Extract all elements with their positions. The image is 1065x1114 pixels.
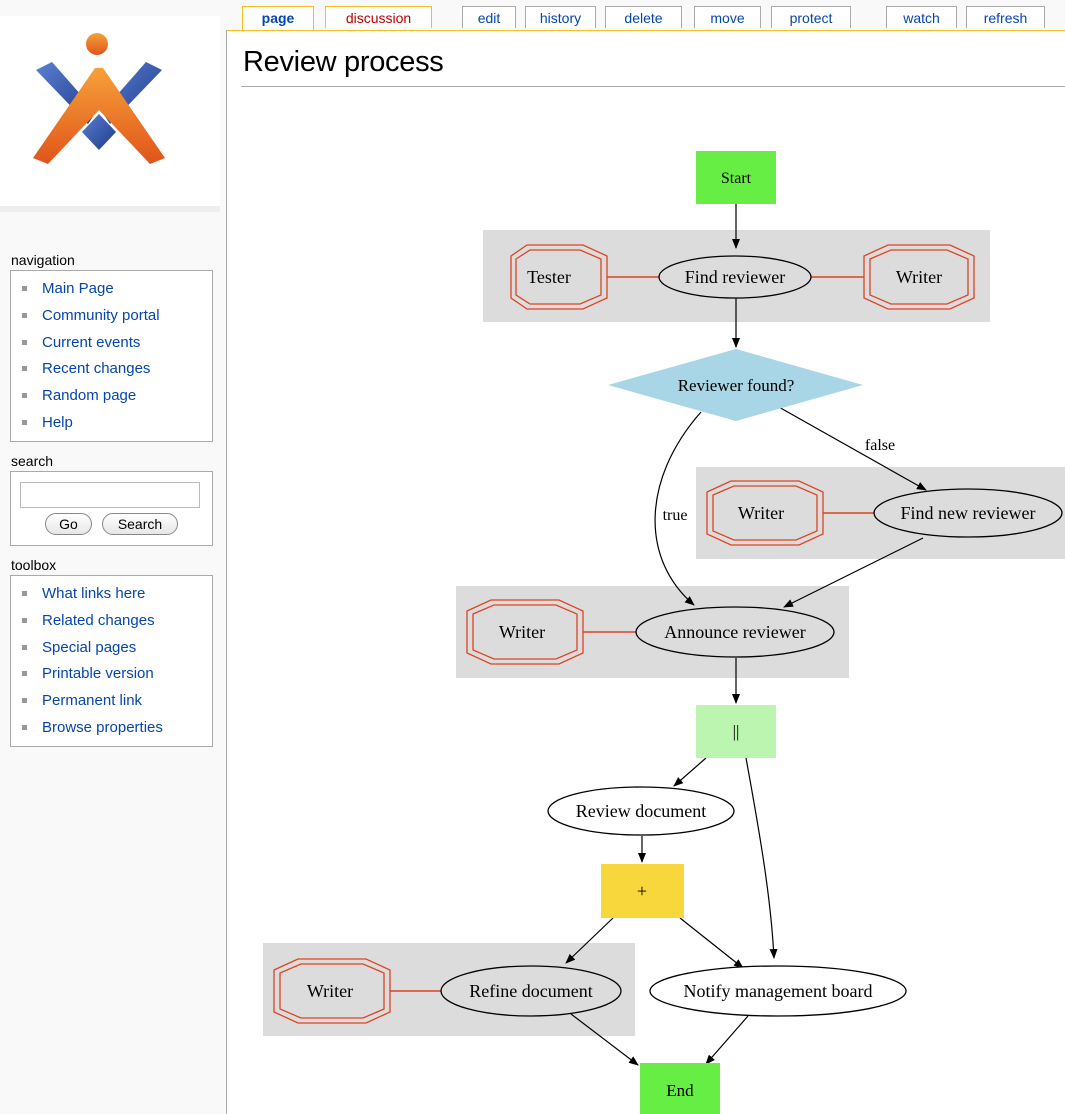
toolbox-heading: toolbox (11, 557, 57, 573)
tab-refresh[interactable]: refresh (966, 6, 1045, 28)
nav-main-page[interactable]: Main Page (11, 279, 212, 306)
logo-shadow (0, 206, 220, 212)
review-process-diagram: true false Start Tester Find reviewer Wr… (263, 151, 1065, 1114)
nav-recent-changes[interactable]: Recent changes (11, 359, 212, 386)
search-input[interactable] (20, 482, 200, 508)
bullet-icon (22, 724, 27, 730)
review-document-label: Review document (576, 801, 706, 821)
content-area: Review process (226, 30, 1065, 1114)
nav-label: Current events (42, 333, 141, 351)
writer-label: Writer (499, 622, 545, 642)
bullet-icon (22, 698, 27, 704)
start-label: Start (721, 170, 752, 187)
bullet-icon (22, 286, 27, 291)
tab-history[interactable]: history (525, 6, 596, 28)
nav-help[interactable]: Help (11, 413, 212, 440)
title-divider (241, 86, 1065, 87)
nav-label: Recent changes (42, 360, 151, 378)
tab-page[interactable]: page (242, 6, 314, 31)
bullet-icon (22, 366, 27, 372)
tab-delete[interactable]: delete (605, 6, 682, 28)
bullet-icon (22, 339, 27, 345)
tab-move[interactable]: move (694, 6, 761, 28)
find-reviewer-node (658, 255, 812, 299)
writer-role-node (466, 599, 584, 665)
search-heading: search (11, 453, 54, 469)
site-logo[interactable] (0, 16, 220, 206)
nav-label: Help (42, 413, 73, 431)
toolbox-portlet: What links here Related changes Special … (10, 575, 213, 747)
tool-label: Permanent link (42, 692, 143, 710)
tool-special-pages[interactable]: Special pages (11, 638, 212, 665)
announce-reviewer-node (635, 606, 835, 658)
tool-permanent-link[interactable]: Permanent link (11, 691, 212, 718)
start-node (696, 151, 776, 204)
navigation-heading: navigation (11, 252, 75, 268)
fork-node (696, 705, 776, 758)
flow-edges (565, 204, 927, 1066)
bullet-icon (22, 617, 27, 623)
tool-browse-properties[interactable]: Browse properties (11, 718, 212, 745)
search-button[interactable]: Search (102, 513, 178, 535)
bullet-icon (22, 419, 27, 425)
go-button[interactable]: Go (45, 513, 92, 535)
nav-current-events[interactable]: Current events (11, 333, 212, 360)
bullet-icon (22, 393, 27, 399)
tool-related-changes[interactable]: Related changes (11, 611, 212, 638)
find-new-reviewer-node (873, 488, 1063, 538)
notify-board-node (649, 965, 907, 1017)
role-connectors (390, 276, 874, 992)
find-reviewer-label: Find reviewer (685, 267, 785, 287)
tester-role-node (510, 244, 608, 310)
tab-discussion[interactable]: discussion (325, 6, 432, 28)
bullet-icon (22, 312, 27, 318)
page-tabs: page discussion edit history delete move… (242, 6, 1065, 31)
edge-label-true: true (663, 507, 688, 524)
search-portlet: Go Search (10, 471, 213, 546)
find-new-reviewer-label: Find new reviewer (901, 503, 1036, 523)
reviewer-found-label: Reviewer found? (678, 376, 795, 395)
page-title: Review process (243, 46, 444, 78)
writer-role-node (863, 244, 975, 310)
tool-label: Printable version (42, 665, 154, 683)
fork-label: || (733, 722, 740, 741)
nav-community-portal[interactable]: Community portal (11, 306, 212, 333)
tab-protect[interactable]: protect (771, 6, 851, 28)
refine-document-node (440, 965, 622, 1017)
bullet-icon (22, 671, 27, 677)
review-document-node (547, 786, 735, 836)
bullet-icon (22, 644, 27, 650)
edge-label-false: false (865, 437, 895, 454)
tool-label: Browse properties (42, 718, 163, 736)
nav-label: Main Page (42, 280, 114, 297)
tool-label: Special pages (42, 638, 137, 656)
announce-reviewer-label: Announce reviewer (664, 622, 805, 642)
writer-role-node (706, 480, 824, 546)
refine-document-label: Refine document (469, 981, 592, 1001)
tab-watch[interactable]: watch (886, 6, 957, 28)
join-node (601, 864, 684, 918)
writer-label: Writer (307, 981, 353, 1001)
tester-label: Tester (527, 267, 571, 287)
nav-label: Random page (42, 387, 137, 405)
end-node (640, 1063, 720, 1114)
tool-label: What links here (42, 585, 146, 602)
nav-random-page[interactable]: Random page (11, 386, 212, 413)
end-label: End (666, 1081, 694, 1100)
navigation-portlet: Main Page Community portal Current event… (10, 270, 213, 442)
writer-label: Writer (738, 503, 784, 523)
tool-printable-version[interactable]: Printable version (11, 664, 212, 691)
notify-board-label: Notify management board (684, 981, 873, 1001)
bullet-icon (22, 591, 27, 596)
reviewer-found-decision (608, 349, 863, 421)
tool-label: Related changes (42, 611, 155, 629)
tab-edit[interactable]: edit (462, 6, 516, 28)
tool-what-links-here[interactable]: What links here (11, 584, 212, 611)
nav-label: Community portal (42, 306, 160, 324)
writer-label: Writer (896, 267, 942, 287)
writer-role-node (273, 958, 391, 1024)
join-label: + (637, 881, 647, 901)
